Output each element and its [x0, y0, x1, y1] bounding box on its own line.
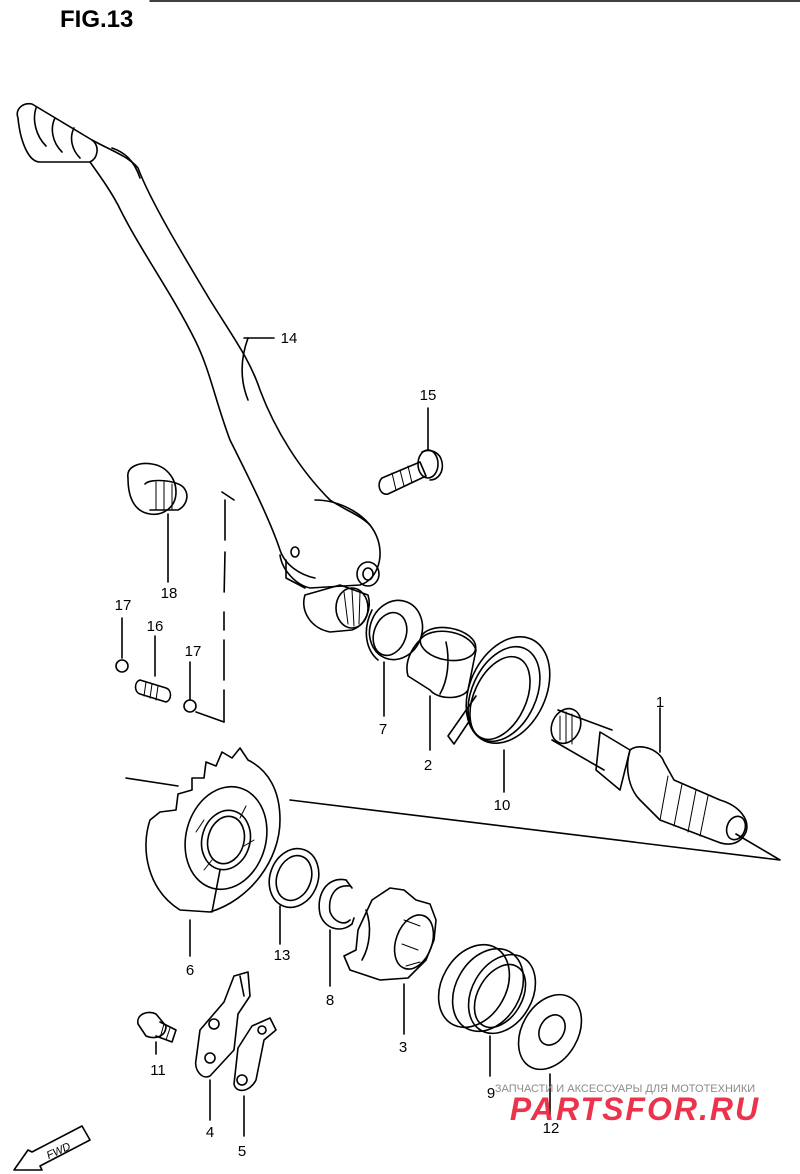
callout-16: 16 [147, 618, 164, 635]
callout-17a: 17 [115, 597, 132, 614]
callout-7: 7 [379, 721, 387, 738]
plate-part-5 [233, 1017, 277, 1137]
axis-reference-line [125, 777, 781, 861]
bolt-part-18 [127, 462, 188, 583]
callout-15: 15 [420, 387, 437, 404]
callout-8: 8 [326, 992, 334, 1009]
kick-shaft-part-1 [550, 707, 748, 845]
guide-plate-part-4 [194, 971, 251, 1121]
ball-part-17a [115, 617, 129, 673]
bushing-part-2 [406, 626, 477, 751]
callout-5: 5 [238, 1143, 246, 1160]
leader-bracket-16-17 [195, 491, 235, 723]
callout-10: 10 [494, 797, 511, 814]
ratchet-part-3 [343, 887, 437, 1035]
callout-9: 9 [487, 1085, 495, 1102]
bolt-part-11 [137, 1011, 177, 1055]
fwd-arrow-icon: FWD [13, 1125, 91, 1171]
callout-4: 4 [206, 1124, 214, 1141]
callout-1: 1 [656, 694, 664, 711]
callout-11: 11 [150, 1062, 166, 1079]
callout-6: 6 [186, 962, 194, 979]
bolt-part-15 [378, 407, 444, 495]
kick-lever-part-14 [16, 102, 381, 633]
washer-part-13 [268, 847, 320, 945]
callout-14: 14 [281, 330, 298, 347]
callout-12: 12 [543, 1120, 560, 1137]
washer-part-12 [517, 993, 583, 1115]
ball-part-17b [183, 661, 197, 713]
spring-part-9 [437, 943, 537, 1077]
callout-2: 2 [424, 757, 432, 774]
callout-18: 18 [161, 585, 178, 602]
spring-pin-part-16 [134, 635, 172, 703]
kick-spring-part-10 [447, 635, 551, 793]
figure-title: FIG.13 [60, 6, 134, 33]
circlip-part-8 [318, 878, 355, 987]
kick-gear-part-6 [145, 747, 281, 957]
callout-13: 13 [274, 947, 291, 964]
callout-17b: 17 [185, 643, 202, 660]
watermark-tagline: ЗАПЧАСТИ И АКСЕССУАРЫ ДЛЯ МОТОТЕХНИКИ [495, 1083, 755, 1095]
watermark-brand: PARTSFOR.RU [510, 1091, 760, 1127]
callout-3: 3 [399, 1039, 407, 1056]
callout-labels: 1 2 3 4 5 6 7 8 9 10 11 12 13 14 15 16 1… [115, 330, 665, 1160]
watermark: ЗАПЧАСТИ И АКСЕССУАРЫ ДЛЯ МОТОТЕХНИКИ PA… [495, 1083, 760, 1127]
washer-part-7 [365, 599, 424, 717]
